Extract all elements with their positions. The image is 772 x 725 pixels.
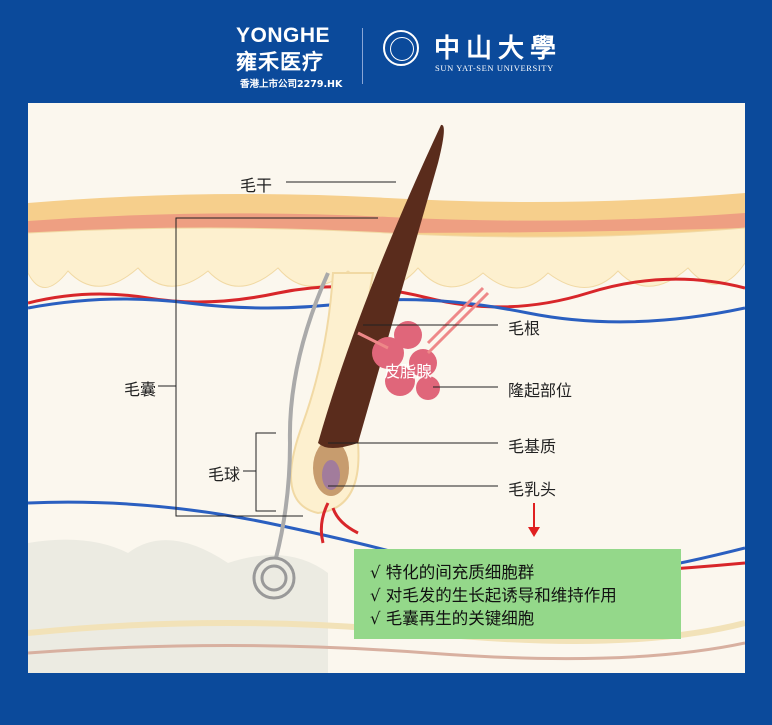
logo-divider [362,28,363,84]
sysu-logo-cn: 中山大學 [434,34,563,64]
hair-shaft-shape [318,124,444,449]
label-dermal-papilla: 毛乳头 [508,480,557,499]
label-sebaceous-gland: 皮脂腺 [384,362,433,381]
yonghe-logo-cn: 雍禾医疗 [236,50,324,74]
label-bulge: 隆起部位 [508,381,573,400]
dermal-papilla-info-box: √ 特化的间充质细胞群 √ 对毛发的生长起诱导和维持作用 √ 毛囊再生的关键细胞 [354,549,681,639]
down-arrow-icon [528,527,540,537]
label-hair-matrix: 毛基质 [508,437,557,456]
header: YONGHE 雍禾医疗 香港上市公司2279.HK 中山大學 SUN YAT-S… [0,0,772,100]
label-hair-follicle: 毛囊 [124,380,157,399]
label-hair-bulb: 毛球 [208,465,241,484]
label-hair-root: 毛根 [508,319,541,338]
info-item: √ 毛囊再生的关键细胞 [370,609,535,628]
hair-follicle-illustration [28,103,745,673]
yonghe-logo-en: YONGHE [236,24,331,47]
diagram-panel: 毛干 毛囊 毛球 毛根 皮脂腺 隆起部位 毛基质 毛乳头 √ 特化的间充质细胞群… [28,103,745,673]
dermal-papilla-shape [322,460,340,490]
info-item: √ 特化的间充质细胞群 [370,563,535,582]
label-hair-shaft: 毛干 [240,176,273,195]
yonghe-listing: 香港上市公司2279.HK [240,79,343,90]
sysu-logo-en: SUN YAT-SEN UNIVERSITY [435,63,554,73]
info-item: √ 对毛发的生长起诱导和维持作用 [370,586,617,605]
sysu-seal-icon [383,30,419,66]
